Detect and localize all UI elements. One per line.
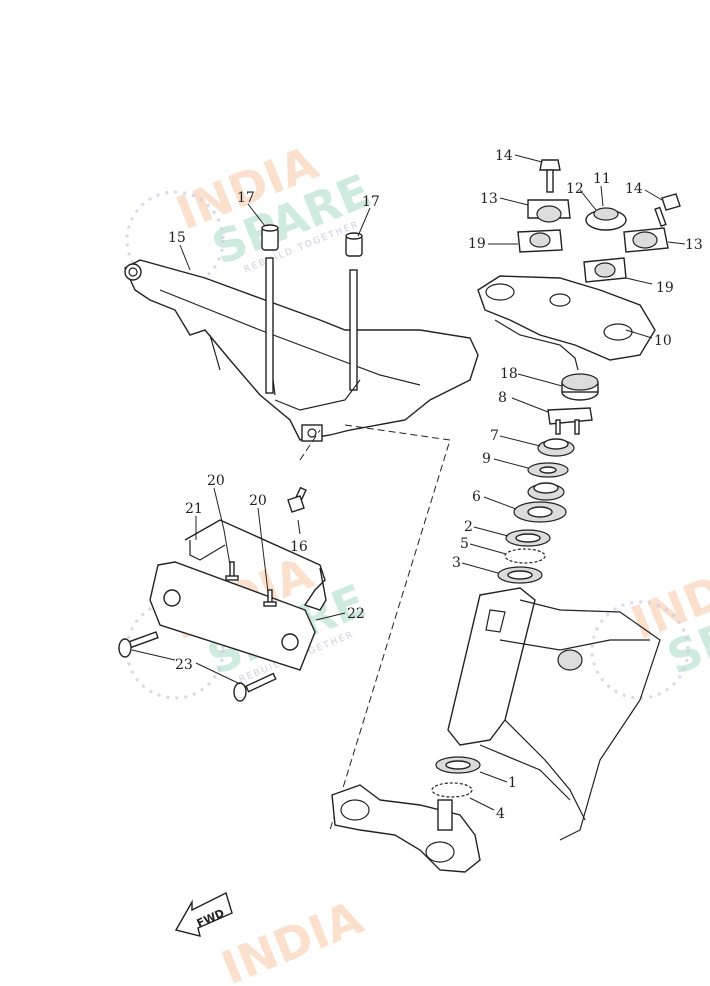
lower-clamp-19-left [517,229,563,253]
handlebar-clamp-13-right [623,227,669,253]
rubber-bushing-right [345,232,363,257]
handlebar-bracket [124,257,479,442]
bolt-14-left [539,159,561,193]
watermark-top: INDIA SPARE REBUILD TOGETHER [169,135,378,275]
callout-19: 19 [656,280,674,296]
ring-nut-7 [537,438,575,457]
bracket-rod-left [265,257,274,394]
bracket-rod-right [349,269,358,391]
callout-9: 9 [482,451,491,467]
callout-21: 21 [185,501,203,517]
plate-mount-22 [149,561,316,671]
callout-10: 10 [654,333,672,349]
callout-18: 18 [500,366,518,382]
watermark-right: INDIA SPARE [624,545,710,685]
callout-22: 22 [347,606,365,622]
spacer-18 [561,373,599,401]
frame-head-pipe [447,587,661,841]
callout-7: 7 [490,428,499,444]
callout-6: 6 [472,489,481,505]
callout-4: 4 [496,806,505,822]
screw-23-left [118,631,159,658]
screw-20-right [263,589,277,607]
bolt-14-right [654,193,681,228]
lower-clamp-19-right [583,257,627,283]
callout-14: 14 [625,181,643,197]
lower-triple-clamp [331,784,481,873]
plate-bracket-21 [184,519,327,611]
screw-23-right [233,672,277,702]
steering-nut-11 [585,207,627,231]
rubber-bushing-left [261,224,279,251]
callout-20: 20 [249,493,267,509]
ball-bearing-4 [431,782,473,798]
callout-8: 8 [498,390,507,406]
ring-nut-lower [527,482,565,501]
callout-13: 13 [685,237,703,253]
callout-1: 1 [508,775,517,791]
callout-17: 17 [237,190,255,206]
upper-triple-clamp-10 [477,275,656,371]
lock-washer-8 [547,407,593,435]
callout-23: 23 [175,657,193,673]
svg-text:INDIA: INDIA [214,890,370,986]
callout-15: 15 [168,230,186,246]
callout-3: 3 [452,555,461,571]
dust-seal-6 [513,501,567,523]
ball-bearing-5 [504,548,546,564]
fwd-arrow-icon: FWD [174,892,233,937]
callout-17: 17 [362,194,380,210]
callout-12: 12 [566,181,584,197]
callout-11: 11 [593,171,611,187]
bearing-race-2 [505,529,551,547]
callout-19: 19 [468,236,486,252]
callout-14: 14 [495,148,513,164]
callout-20: 20 [207,473,225,489]
washer-9 [527,462,569,478]
bearing-race-3 [497,566,543,584]
callout-2: 2 [464,519,473,535]
watermark-bottom: INDIA [214,890,370,986]
callout-13: 13 [480,191,498,207]
handlebar-clamp-13-left [527,199,571,223]
callout-labels: 14 13 19 12 11 14 13 19 10 18 8 7 9 6 2 … [168,148,703,822]
leader-lines [131,154,686,811]
screw-20-left [225,561,239,581]
bearing-race-1 [435,756,481,774]
bolt-16 [287,486,307,513]
callout-5: 5 [460,536,469,552]
callout-16: 16 [290,539,308,555]
